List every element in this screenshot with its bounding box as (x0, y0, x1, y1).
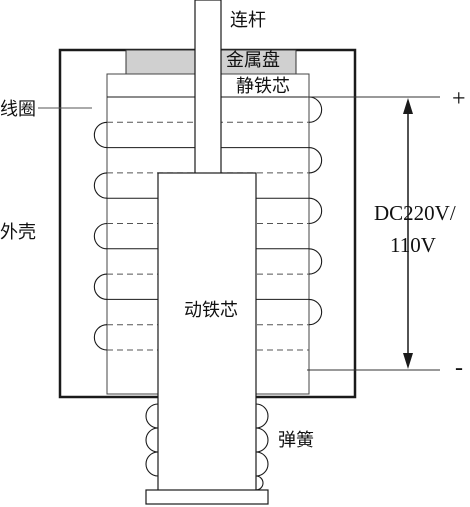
connecting-rod (194, 0, 222, 176)
coil-turn-right (308, 298, 323, 326)
spring-turn-left (145, 427, 159, 453)
spring-coil (145, 403, 269, 491)
coil-turn-right (308, 147, 323, 174)
spring-turn-right (255, 475, 264, 491)
coil-turn-left (93, 324, 108, 351)
coil-label: 线圈 (0, 99, 36, 120)
voltage-label-line1: DC220V/ (374, 201, 456, 225)
spring-label: 弹簧 (278, 430, 314, 451)
spring-turn-right (255, 427, 269, 453)
plus-sign: + (452, 86, 466, 112)
spring-turn-right (255, 403, 269, 429)
metal-disc-label: 金属盘 (226, 50, 280, 71)
base-plate (145, 489, 269, 505)
voltage-arrowhead-down (403, 353, 413, 369)
moving-core-label: 动铁芯 (184, 300, 238, 321)
spring-turn-left (145, 451, 159, 477)
minus-sign: - (455, 355, 463, 381)
coil-turn-right (308, 197, 323, 225)
coil-turn-left (93, 273, 108, 300)
coil-turn-left (93, 222, 108, 250)
coil-turn-left (93, 121, 108, 149)
housing-label: 外壳 (0, 222, 36, 243)
static-core-label: 静铁芯 (236, 76, 290, 97)
spring-turn-left (145, 403, 159, 429)
coil-turn-left (93, 172, 108, 199)
coil-turn-right (308, 96, 323, 123)
moving-core (157, 172, 257, 502)
coil-turn-right (308, 248, 323, 275)
voltage-label-line2: 110V (390, 233, 436, 257)
connecting-rod-label: 连杆 (230, 10, 266, 31)
spring-turn-right (255, 451, 269, 477)
voltage-arrowhead-up (403, 98, 413, 114)
